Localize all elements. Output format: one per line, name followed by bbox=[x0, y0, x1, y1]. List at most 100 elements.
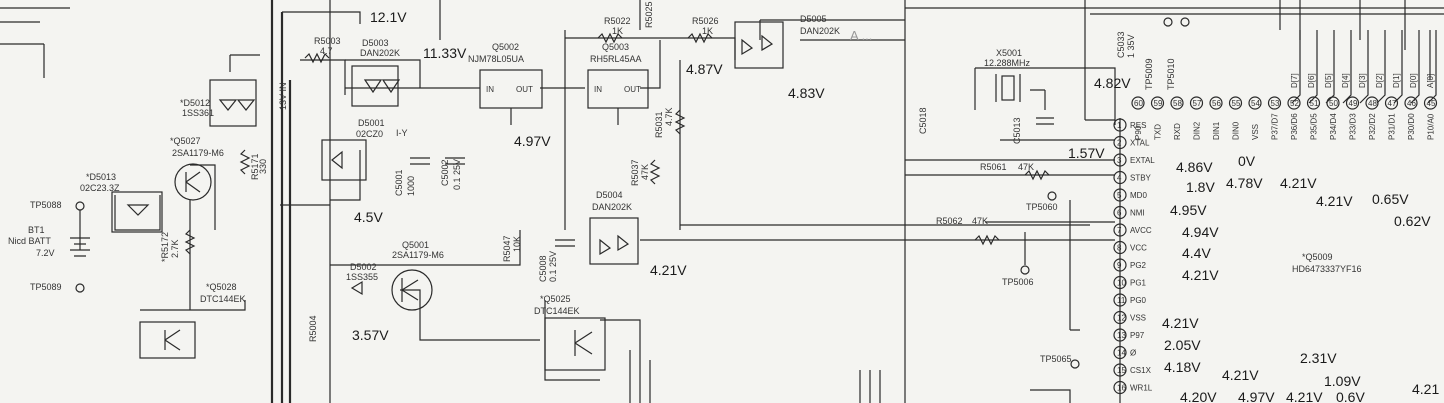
voltage-reading: 1.09V bbox=[1324, 373, 1361, 389]
voltage-reading: 0.62V bbox=[1394, 213, 1431, 229]
tp5006-label: TP5006 bbox=[1002, 277, 1034, 287]
voltage-reading: 3.57V bbox=[352, 327, 389, 343]
q5003-label: Q5003 bbox=[602, 42, 629, 52]
r5037-resistor: R5037 47K bbox=[630, 159, 661, 186]
ic-pin-name: PG0 bbox=[1130, 296, 1147, 305]
voltage-reading: 2.31V bbox=[1300, 350, 1337, 366]
q5025-type: DTC144EK bbox=[534, 306, 580, 316]
voltage-reading: 4.86V bbox=[1176, 159, 1213, 175]
bus-label: D[2] bbox=[1375, 73, 1384, 88]
ic-pin-number: 56 bbox=[1212, 99, 1221, 108]
ic-pin-name: P36/D6 bbox=[1290, 113, 1299, 140]
voltage-reading: 4.21V bbox=[1316, 193, 1353, 209]
voltage-reading: 4.21 bbox=[1412, 381, 1439, 397]
ic-pin-marker bbox=[1365, 96, 1379, 110]
voltage-reading: 1.8V bbox=[1186, 179, 1215, 195]
ic-pin-name: DIN1 bbox=[1212, 121, 1221, 140]
r5047-label: R5047 bbox=[502, 235, 512, 262]
ic-pin-marker bbox=[1423, 96, 1438, 110]
voltage-reading: 11.33V bbox=[423, 45, 467, 61]
voltage-reading: 4.4V bbox=[1182, 245, 1211, 261]
voltage-reading: 0.65V bbox=[1372, 191, 1409, 207]
c5002-value: 0.1 25V bbox=[452, 159, 462, 190]
c5013-capacitor: C5013 bbox=[1012, 117, 1054, 144]
ic-pin-marker bbox=[1228, 96, 1243, 110]
q5003-type: RH5RL45AA bbox=[590, 54, 642, 64]
r5171-value: 330 bbox=[258, 159, 268, 174]
ic-pin-number: 13 bbox=[1117, 331, 1126, 340]
ic-pin-name: RES bbox=[1130, 121, 1146, 130]
battery-section: TP5088 BT1 Nicd BATT 7.2V TP5089 bbox=[8, 200, 90, 293]
r5004-label: R5004 bbox=[308, 315, 318, 342]
ic-pin-name: RXD bbox=[1173, 123, 1182, 140]
iy-label: I-Y bbox=[396, 128, 408, 138]
r5004-resistor: R5004 bbox=[308, 315, 318, 342]
block-label: A ... bbox=[850, 28, 872, 43]
r5172-label: *R5172 bbox=[160, 232, 170, 262]
r5061-resistor: R5061 47K bbox=[980, 162, 1050, 181]
d5003-diode: D5003 DAN202K bbox=[351, 38, 401, 107]
voltage-reading: 4.97V bbox=[1238, 389, 1275, 403]
q5002-label: Q5002 bbox=[492, 42, 519, 52]
bus-label: D[6] bbox=[1307, 73, 1316, 88]
voltage-reading: 4.21V bbox=[1286, 389, 1323, 403]
d5012-label: *D5012 bbox=[180, 98, 210, 108]
svg-text:OUT: OUT bbox=[516, 85, 533, 94]
bt1-type: Nicd BATT bbox=[8, 236, 51, 246]
ic-pin-name: VSS bbox=[1251, 124, 1260, 140]
d5013-label: *D5013 bbox=[86, 172, 116, 182]
bt1-label: BT1 bbox=[28, 225, 45, 235]
bus-line bbox=[1325, 30, 1335, 104]
c5002-capacitor: C5002 0.1 25V bbox=[440, 157, 465, 190]
voltage-reading: 1.57V bbox=[1068, 145, 1105, 161]
q5028-type: DTC144EK bbox=[200, 294, 246, 304]
r5061-value: 47K bbox=[1018, 162, 1034, 172]
voltage-readings: 12.1V 11.33V 4.87V 4.83V 4.97V 4.5V 3.57… bbox=[352, 9, 1439, 403]
d5001-type: 02CZ0 bbox=[356, 129, 383, 139]
c5008-label: C5008 bbox=[538, 255, 548, 282]
tp5089-label: TP5089 bbox=[30, 282, 62, 292]
voltage-reading: 4.21V bbox=[650, 262, 687, 278]
x5001-value: 12.288MHz bbox=[984, 58, 1031, 68]
ic-pin-name: WR1L bbox=[1130, 384, 1153, 393]
ic-pin-number: 15 bbox=[1117, 366, 1126, 375]
ic-pin-number: 52 bbox=[1290, 99, 1299, 108]
r5047-value: 10K bbox=[512, 236, 522, 252]
ic-pin-name: XTAL bbox=[1130, 139, 1150, 148]
tp5009-testpoint: TP5009 bbox=[1144, 17, 1173, 90]
d5001-label: D5001 bbox=[358, 118, 385, 128]
bus-line bbox=[1376, 30, 1386, 104]
q5025-label: *Q5025 bbox=[540, 294, 571, 304]
ic-pin-marker bbox=[1384, 96, 1399, 110]
r5171-label: R5171 bbox=[250, 153, 260, 180]
bus-line bbox=[1393, 30, 1403, 104]
c5033-value: 1 35V bbox=[1126, 34, 1136, 58]
d5003-type: DAN202K bbox=[360, 48, 400, 58]
ic-pin-marker bbox=[1345, 96, 1360, 110]
r5022-label: R5022 bbox=[604, 16, 631, 26]
r5062-label: R5062 bbox=[936, 216, 963, 226]
ic-pin-name: TXD bbox=[1154, 124, 1163, 140]
c5033-label: C5033 bbox=[1116, 31, 1126, 58]
x5001-label: X5001 bbox=[996, 48, 1022, 58]
ic-pin-number: 51 bbox=[1310, 99, 1319, 108]
d5012-diode: *D5012 1SS361 bbox=[180, 79, 257, 127]
ic-pin-number: 45 bbox=[1427, 99, 1436, 108]
voltage-reading: 4.78V bbox=[1226, 175, 1263, 191]
ic-pin-number: 59 bbox=[1154, 99, 1163, 108]
r5022-value: 1K bbox=[612, 26, 623, 36]
r5025-label: R5025 bbox=[644, 1, 654, 28]
ic-pin-name: P30/D0 bbox=[1407, 113, 1416, 140]
ic-pin-number: 48 bbox=[1368, 99, 1377, 108]
ic-pin-name: P31/D1 bbox=[1388, 113, 1397, 140]
ic-pin-number: 49 bbox=[1349, 99, 1358, 108]
bus-label: D[7] bbox=[1290, 73, 1299, 88]
ic-pin-name: CS1X bbox=[1130, 366, 1152, 375]
ic-pin-name: Ø bbox=[1130, 349, 1136, 358]
bt1-value: 7.2V bbox=[36, 248, 55, 258]
q5027-transistor: *Q5027 2SA1179-M6 bbox=[170, 136, 224, 201]
r5062-value: 47K bbox=[972, 216, 988, 226]
q5027-type: 2SA1179-M6 bbox=[172, 148, 224, 158]
tp5065-label: TP5065 bbox=[1040, 354, 1072, 364]
data-bus: D[7]D[6]D[5]D[4]D[3]D[2]D[1]D[0]A[0] bbox=[1290, 30, 1437, 104]
